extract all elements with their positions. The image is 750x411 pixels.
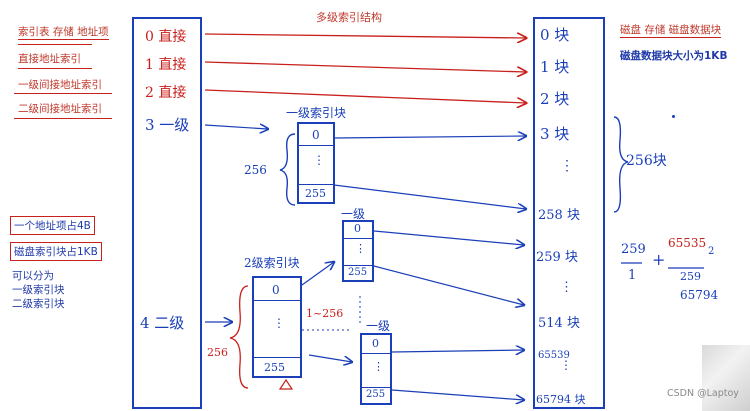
sub2-divider-2 bbox=[360, 387, 392, 388]
calc-right-denominator: 259 bbox=[680, 270, 701, 283]
note-index-block-size: 磁盘索引块占1KB bbox=[10, 242, 102, 261]
calc-exponent: 2 bbox=[708, 246, 714, 257]
disk-block-1: 1 块 bbox=[540, 56, 569, 77]
inode-entry-3: 3 一级 bbox=[145, 114, 189, 135]
level2-first-slot: 0 bbox=[272, 283, 280, 297]
level2-block-label: 2级索引块 bbox=[244, 254, 300, 271]
note-level2-block: 二级索引块 bbox=[12, 296, 65, 311]
disk-block-65794: 65794 块 bbox=[536, 391, 586, 407]
level1-block-divider bbox=[297, 145, 335, 146]
csdn-watermark: CSDN @Laptoy bbox=[667, 388, 739, 399]
level2-block-divider bbox=[252, 300, 302, 301]
level1-last-slot: 255 bbox=[305, 187, 326, 200]
legend-direct: 直接地址索引 bbox=[18, 51, 81, 66]
inode-fields-label: 索引表 存储 地址项 bbox=[18, 24, 109, 40]
level2-count: 256 bbox=[207, 346, 228, 359]
disk-block-3: 3 块 bbox=[540, 123, 569, 144]
legend-single-underline bbox=[14, 93, 112, 94]
level1-count: 256 bbox=[244, 163, 267, 177]
note-level1-block: 一级索引块 bbox=[12, 282, 65, 297]
sub2-block-label: 一级 bbox=[366, 317, 390, 334]
level2-last-slot: 255 bbox=[264, 361, 285, 374]
calc-result: 65794 bbox=[680, 288, 718, 302]
calc-left-numerator: 259 bbox=[621, 242, 646, 257]
disk-range-count: 256块 bbox=[626, 150, 667, 170]
sub2-last-slot: 255 bbox=[366, 389, 385, 400]
disk-block-259: 259 块 bbox=[536, 246, 578, 265]
block-size-note: 磁盘数据块大小为1KB bbox=[620, 48, 727, 63]
disk-fields-label: 磁盘 存储 磁盘数据块 bbox=[620, 22, 721, 38]
legend-direct-underline bbox=[18, 44, 92, 45]
disk-block-0: 0 块 bbox=[540, 24, 569, 45]
calc-right-numerator: 65535 bbox=[668, 236, 706, 250]
disk-block-65539: 65539 bbox=[538, 350, 570, 361]
level2-range: 1~256 bbox=[306, 307, 343, 320]
inode-entry-4: 4 二级 bbox=[140, 312, 184, 333]
legend-single-indirect: 一级间接地址索引 bbox=[18, 77, 102, 92]
inode-entry-0: 0 直接 bbox=[145, 26, 186, 46]
note-can-be-divided: 可以分为 bbox=[12, 268, 54, 283]
calc-plus: + bbox=[652, 250, 665, 269]
inode-entry-2: 2 直接 bbox=[145, 82, 186, 102]
sub1-divider bbox=[342, 238, 374, 239]
legend-double-underline bbox=[14, 118, 112, 119]
disk-dots-a: ⋮ bbox=[560, 158, 574, 174]
sub1-dots: ⋮ bbox=[355, 242, 366, 255]
level1-first-slot: 0 bbox=[312, 128, 320, 142]
level1-block-label: 一级索引块 bbox=[286, 104, 346, 121]
inode-address-table bbox=[132, 17, 202, 409]
level1-dots: ⋮ bbox=[313, 153, 325, 167]
disk-block-514: 514 块 bbox=[538, 312, 580, 331]
disk-block-258: 258 块 bbox=[538, 204, 580, 223]
sub2-dots: ⋮ bbox=[373, 360, 384, 373]
webcam-overlay-image bbox=[702, 345, 750, 411]
pen-dot bbox=[672, 115, 675, 118]
calc-left-denominator: 1 bbox=[628, 268, 636, 283]
disk-block-2: 2 块 bbox=[540, 88, 569, 109]
sub1-last-slot: 255 bbox=[348, 267, 367, 278]
sub1-first-slot: 0 bbox=[354, 222, 361, 235]
legend-direct-underline-2 bbox=[18, 68, 92, 69]
note-address-size: 一个地址项占4B bbox=[10, 216, 95, 235]
sub1-divider-2 bbox=[342, 265, 374, 266]
level2-block-divider-2 bbox=[252, 357, 302, 358]
disk-dots-b: ⋮ bbox=[560, 280, 573, 295]
legend-double-indirect: 二级间接地址索引 bbox=[18, 101, 102, 116]
level1-block-divider-2 bbox=[297, 184, 335, 185]
inode-entry-1: 1 直接 bbox=[145, 54, 186, 74]
diagram-title: 多级索引结构 bbox=[316, 9, 382, 25]
sub2-divider bbox=[360, 353, 392, 354]
level2-dots: ⋮ bbox=[273, 316, 285, 330]
sub2-first-slot: 0 bbox=[372, 337, 379, 350]
